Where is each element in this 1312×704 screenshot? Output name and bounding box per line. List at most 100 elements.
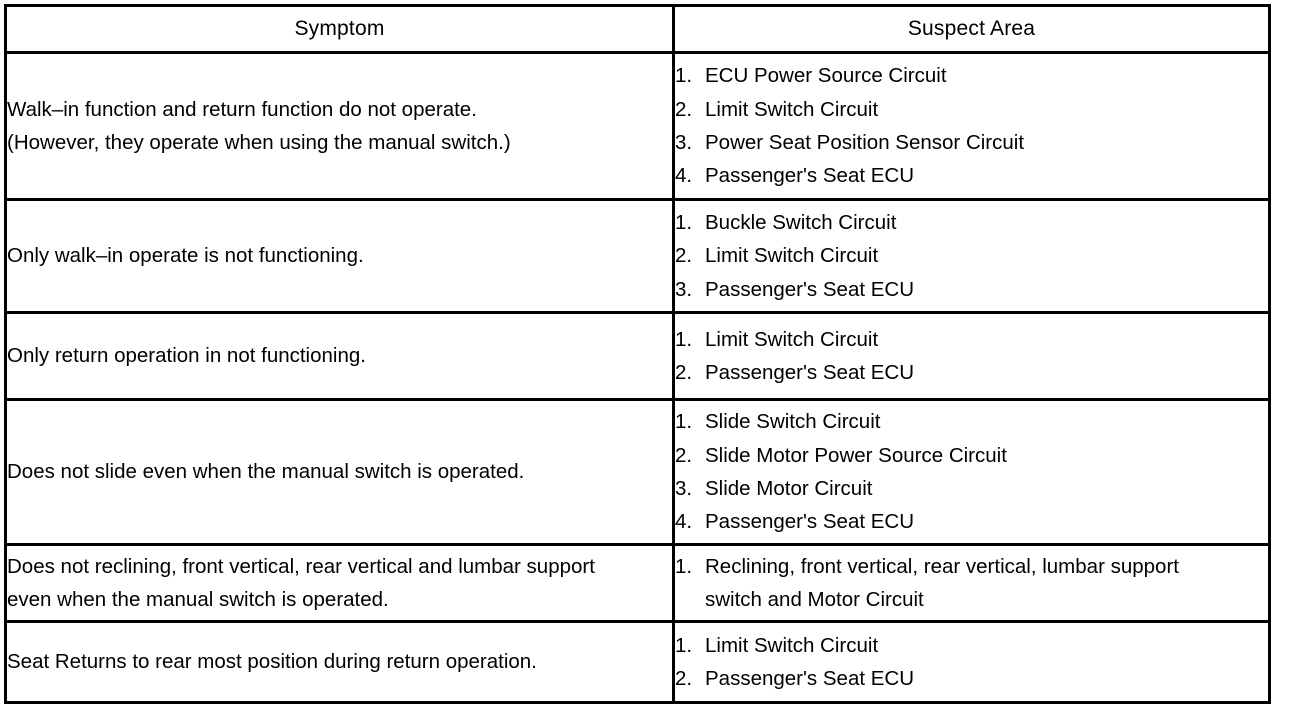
table-row: Walk–in function and return function do …	[4, 51, 1271, 201]
column-header-symptom: Symptom	[4, 4, 675, 54]
suspect-area-list: 1. Slide Switch Circuit 2. Slide Motor Powe…	[675, 405, 1268, 539]
suspect-area-item: 4. Passenger's Seat ECU	[675, 159, 1268, 192]
suspect-area-cell: 1. ECU Power Source Circuit 2. Limit Switch…	[672, 51, 1271, 201]
suspect-area-item-text: Power Seat Position Sensor Circuit	[705, 126, 1268, 159]
suspect-area-item-number: 2.	[675, 244, 693, 268]
suspect-area-item-text-line: Passenger's Seat ECU	[705, 667, 915, 690]
suspect-area-item-number: 2.	[675, 667, 693, 690]
suspect-area-item-text-line: switch and Motor Circuit	[705, 588, 924, 611]
symptom-text-line: (However, they operate when using the ma…	[7, 131, 511, 154]
suspect-area-item-text: Limit Switch Circuit	[705, 93, 1268, 126]
suspect-area-cell: 1. Limit Switch Circuit 2. Passenger's Seat…	[672, 311, 1271, 401]
suspect-area-item: 4. Passenger's Seat ECU	[675, 505, 1268, 538]
symptom-cell: Only return operation in not functioning…	[4, 311, 675, 401]
suspect-area-item: 1.Limit Switch Circuit	[675, 629, 1268, 662]
suspect-area-item: 3. Power Seat Position Sensor Circuit	[675, 126, 1268, 159]
suspect-area-item: 1. Slide Switch Circuit	[675, 405, 1268, 438]
symptom-cell: Only walk–in operate is not functioning.	[4, 198, 675, 314]
suspect-area-item-text-line: Slide Switch Circuit	[705, 410, 881, 434]
suspect-area-item-text-line: Passenger's Seat ECU	[705, 277, 915, 301]
suspect-area-item-number: 3.	[675, 477, 693, 500]
suspect-area-item: 1. Buckle Switch Circuit	[675, 206, 1268, 239]
suspect-area-item-text: Limit Switch Circuit	[705, 239, 1268, 272]
suspect-area-item-text: Slide Switch Circuit	[705, 405, 1268, 438]
suspect-area-cell: 1. Buckle Switch Circuit 2. Limit Switch Ci…	[672, 198, 1271, 314]
suspect-area-cell: 1. Slide Switch Circuit 2. Slide Motor Powe…	[672, 398, 1271, 546]
suspect-area-item: 3. Slide Motor Circuit	[675, 472, 1268, 505]
suspect-area-item-text: Limit Switch Circuit	[705, 629, 1268, 662]
suspect-area-item-text-line: Limit Switch Circuit	[705, 633, 879, 657]
suspect-area-item-text: Passenger's Seat ECU	[705, 356, 1268, 389]
suspect-area-item-text: Limit Switch Circuit	[705, 323, 1268, 356]
suspect-area-item-number: 4.	[675, 510, 693, 534]
suspect-area-item-text-line: Limit Switch Circuit	[705, 97, 879, 121]
suspect-area-item-text: Reclining, front vertical, rear vertical…	[705, 550, 1268, 617]
suspect-area-item-number: 1.	[675, 64, 693, 88]
suspect-area-item-text-line: Passenger's Seat ECU	[705, 361, 915, 384]
suspect-area-item: 2. Limit Switch Circuit	[675, 239, 1268, 272]
suspect-area-item-text: Buckle Switch Circuit	[705, 206, 1268, 239]
table-row: Only return operation in not functioning…	[4, 311, 1271, 401]
suspect-area-item-text-line: Passenger's Seat ECU	[705, 164, 915, 188]
suspect-area-list: 1. ECU Power Source Circuit 2. Limit Switch…	[675, 59, 1268, 193]
column-header-symptom-label: Symptom	[294, 17, 385, 41]
header-row: Symptom Suspect Area	[4, 4, 1271, 54]
suspect-area-item-text: Slide Motor Circuit	[705, 472, 1268, 505]
suspect-area-item: 1. Reclining, front vertical, rear vertic…	[675, 550, 1268, 617]
suspect-area-item: 3. Passenger's Seat ECU	[675, 273, 1268, 306]
suspect-area-item-number: 1.	[675, 554, 693, 578]
symptom-text-line: Only return operation in not functioning…	[7, 344, 366, 368]
suspect-area-item-number: 1.	[675, 410, 693, 434]
symptom-cell: Walk–in function and return function do …	[4, 51, 675, 201]
suspect-area-cell: 1. Reclining, front vertical, rear vertic…	[672, 543, 1271, 623]
suspect-area-item-text: Passenger's Seat ECU	[705, 159, 1268, 192]
symptom-text-line: Does not reclining, front vertical, rear…	[7, 554, 595, 578]
table-row: Does not reclining, front vertical, rear…	[4, 543, 1271, 623]
suspect-area-item-text-line: Limit Switch Circuit	[705, 244, 879, 268]
suspect-area-item-number: 1.	[675, 210, 693, 234]
suspect-area-list: 1. Reclining, front vertical, rear vertic…	[675, 550, 1268, 617]
suspect-area-item-text-line: Reclining, front vertical, rear vertical…	[705, 554, 1179, 578]
table-row: Does not slide even when the manual swit…	[4, 398, 1271, 546]
suspect-area-item-text-line: ECU Power Source Circuit	[705, 64, 947, 88]
table-header: Symptom Suspect Area	[4, 4, 1271, 54]
suspect-area-item-text-line: Buckle Switch Circuit	[705, 210, 897, 234]
suspect-area-list: 1.Limit Switch Circuit 2. Passenger's Seat…	[675, 629, 1268, 696]
table-body: Walk–in function and return function do …	[4, 51, 1271, 704]
suspect-area-item-number: 4.	[675, 164, 693, 188]
table-row: Only walk–in operate is not functioning.…	[4, 198, 1271, 314]
symptom-cell: Seat Returns to rear most position durin…	[4, 620, 675, 704]
suspect-area-item-number: 3.	[675, 131, 693, 154]
suspect-area-item: 2. Limit Switch Circuit	[675, 93, 1268, 126]
suspect-area-item-text-line: Passenger's Seat ECU	[705, 510, 915, 534]
symptom-text-line: even when the manual switch is operated.	[7, 588, 389, 611]
column-header-suspect-area: Suspect Area	[672, 4, 1271, 54]
suspect-area-item: 2. Passenger's Seat ECU	[675, 662, 1268, 695]
suspect-area-item-text-line: Limit Switch Circuit	[705, 327, 879, 351]
suspect-area-item-text-line: Slide Motor Power Source Circuit	[705, 443, 1007, 467]
suspect-area-item: 2. Passenger's Seat ECU	[675, 356, 1268, 389]
suspect-area-item-text: Passenger's Seat ECU	[705, 505, 1268, 538]
symptom-text-line: Does not slide even when the manual swit…	[7, 460, 525, 484]
suspect-area-item-number: 3.	[675, 277, 693, 301]
symptom-suspect-table: Symptom Suspect Area Walk–in function an…	[4, 4, 1271, 704]
symptom-text-line: Seat Returns to rear most position durin…	[7, 650, 537, 674]
suspect-area-item: 2. Slide Motor Power Source Circuit	[675, 439, 1268, 472]
suspect-area-item-text: ECU Power Source Circuit	[705, 59, 1268, 92]
suspect-area-list: 1. Limit Switch Circuit 2. Passenger's Seat…	[675, 323, 1268, 390]
suspect-area-item-number: 2.	[675, 443, 693, 467]
suspect-area-item: 1. ECU Power Source Circuit	[675, 59, 1268, 92]
suspect-area-cell: 1.Limit Switch Circuit 2. Passenger's Seat…	[672, 620, 1271, 704]
suspect-area-item-number: 1.	[675, 327, 693, 351]
suspect-area-item-text: Slide Motor Power Source Circuit	[705, 439, 1268, 472]
symptom-cell: Does not reclining, front vertical, rear…	[4, 543, 675, 623]
suspect-area-item-text: Passenger's Seat ECU	[705, 273, 1268, 306]
symptom-text-line: Walk–in function and return function do …	[7, 97, 477, 121]
column-header-suspect-area-label: Suspect Area	[907, 17, 1036, 41]
suspect-area-item-number: 2.	[675, 97, 693, 121]
suspect-area-item-number: 2.	[675, 361, 693, 384]
symptom-cell: Does not slide even when the manual swit…	[4, 398, 675, 546]
suspect-area-item-text-line: Slide Motor Circuit	[705, 477, 873, 500]
suspect-area-item: 1. Limit Switch Circuit	[675, 323, 1268, 356]
